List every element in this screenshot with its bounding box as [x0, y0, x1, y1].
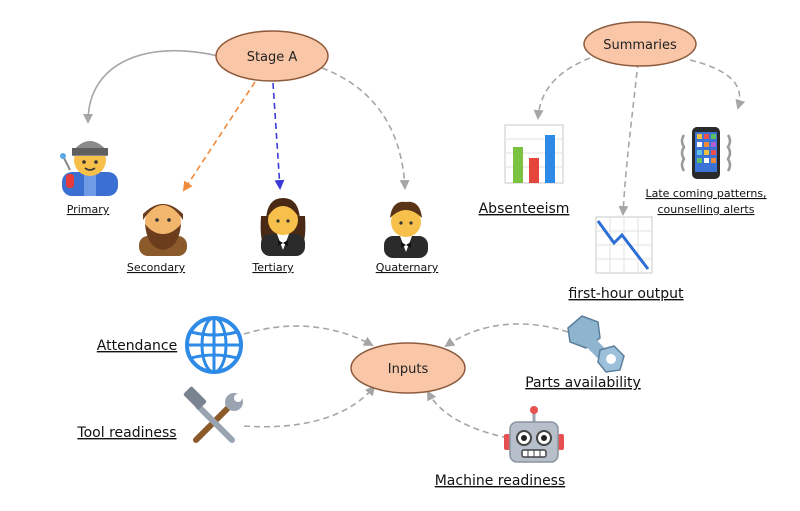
arrow-summaries-to-first-hour-output [618, 61, 639, 216]
label-absenteeism[interactable]: Absenteeism [479, 201, 570, 217]
bar-chart-icon [504, 124, 564, 184]
label-attendance[interactable]: Attendance [97, 338, 177, 354]
robot-icon [504, 406, 564, 463]
arrow-tool-readiness-to-inputs [243, 385, 376, 428]
arrow-stage-a-to-quaternary [321, 67, 410, 190]
hammer-wrench-icon [183, 386, 243, 443]
node-summaries-label: Summaries [603, 38, 677, 53]
person-in-tuxedo-icon [384, 201, 428, 258]
arrow-attendance-to-inputs [243, 325, 374, 346]
label-secondary[interactable]: Secondary [127, 261, 186, 274]
node-stage-a-label: Stage A [247, 50, 298, 65]
nut-and-bolt-icon [567, 315, 625, 373]
node-summaries[interactable]: Summaries [583, 21, 697, 67]
label-tertiary[interactable]: Tertiary [251, 261, 294, 274]
arrow-summaries-to-late-coming [689, 59, 746, 110]
label-machine-readiness[interactable]: Machine readiness [435, 473, 566, 489]
arrow-stage-a-to-tertiary [272, 82, 285, 190]
chart-decreasing-icon [595, 216, 653, 274]
connectors [83, 49, 746, 439]
label-quaternary[interactable]: Quaternary [376, 261, 439, 274]
node-inputs[interactable]: Inputs [350, 342, 466, 394]
bearded-person-icon [139, 204, 187, 256]
factory-worker-icon [60, 141, 118, 196]
woman-in-tuxedo-icon [260, 198, 306, 256]
label-late-coming-line1[interactable]: Late coming patterns, [645, 187, 766, 200]
node-stage-a[interactable]: Stage A [215, 30, 329, 82]
label-tool-readiness[interactable]: Tool readiness [76, 425, 176, 441]
label-primary[interactable]: Primary [67, 203, 110, 216]
node-inputs-label: Inputs [388, 362, 429, 377]
arrow-summaries-to-absenteeism [533, 57, 591, 120]
arrow-stage-a-to-primary [83, 49, 219, 124]
label-first-hour-output[interactable]: first-hour output [568, 286, 684, 302]
label-late-coming-line2[interactable]: counselling alerts [658, 203, 755, 216]
arrow-machine-readiness-to-inputs [427, 390, 509, 439]
globe-icon [185, 316, 243, 374]
label-parts-availability[interactable]: Parts availability [525, 375, 641, 391]
vibrating-phone-icon [680, 127, 732, 179]
arrow-stage-a-to-secondary [182, 81, 256, 192]
arrow-parts-availability-to-inputs [444, 323, 569, 348]
